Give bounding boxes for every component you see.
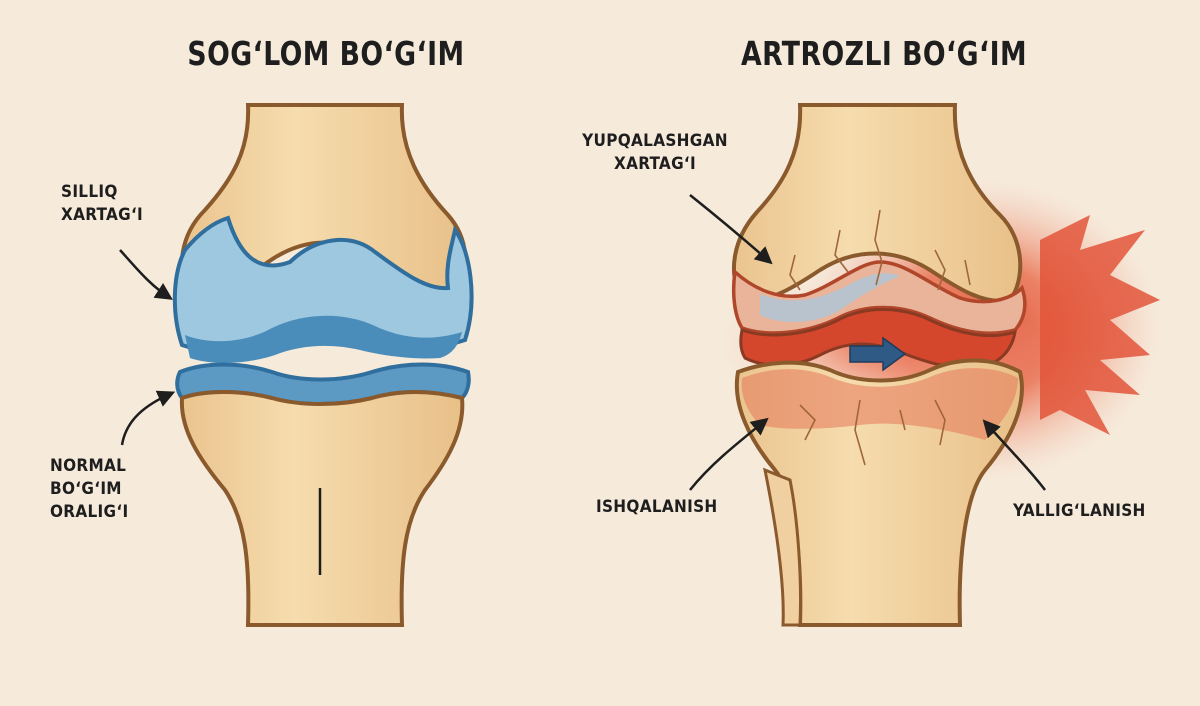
smooth-cartilage-label-line1: SILLIQ bbox=[61, 182, 118, 202]
smooth-cartilage-label: SILLIQ XARTAG‘I bbox=[61, 181, 143, 227]
arthritic-joint bbox=[720, 103, 1160, 627]
thinned-cartilage-label-line2: XARTAG‘I bbox=[613, 154, 697, 174]
healthy-cartilage-shadow bbox=[185, 315, 462, 363]
thinned-cartilage-label: YUPQALASHGAN XARTAG‘I bbox=[555, 130, 755, 176]
joint-space-pointer-arrow bbox=[120, 390, 176, 446]
normal-joint-space-label-line1: NORMAL bbox=[50, 456, 127, 476]
normal-joint-space-label: NORMAL BO‘G‘IM ORALIG‘I bbox=[50, 455, 129, 524]
normal-joint-space-label-line2: BO‘G‘IM bbox=[50, 479, 122, 499]
friction-arrow-icon bbox=[849, 336, 907, 372]
lower-bone-red-overlay bbox=[741, 368, 1018, 440]
arthritic-joint-title: ARTROZLI BO‘G‘IM bbox=[740, 34, 1028, 73]
healthy-joint bbox=[172, 103, 474, 627]
friction-pointer-arrow bbox=[689, 417, 769, 491]
arthritic-upper-bone bbox=[732, 103, 1023, 303]
fibula-shaft bbox=[762, 467, 803, 627]
inflammation-burst-icon bbox=[1040, 215, 1160, 435]
normal-joint-space-label-line3: ORALIG‘I bbox=[50, 502, 129, 522]
thinned-cartilage-label-line1: YUPQALASHGAN bbox=[582, 131, 728, 151]
thin-cartilage-blue bbox=[760, 273, 900, 322]
friction-label: ISHQALANISH bbox=[596, 497, 718, 517]
inflammation-pointer-arrow bbox=[982, 419, 1046, 491]
thin-cartilage-pointer-arrow bbox=[689, 194, 773, 265]
cartilage-cracks bbox=[789, 209, 971, 466]
healthy-lower-bone bbox=[179, 390, 465, 627]
cartilage-pointer-arrow bbox=[119, 249, 173, 300]
inflammation-label: YALLIG‘LANISH bbox=[1013, 501, 1146, 521]
healthy-joint-title: SOG‘LOM BO‘G‘IM bbox=[187, 34, 465, 73]
smooth-cartilage-label-line2: XARTAG‘I bbox=[61, 205, 144, 225]
